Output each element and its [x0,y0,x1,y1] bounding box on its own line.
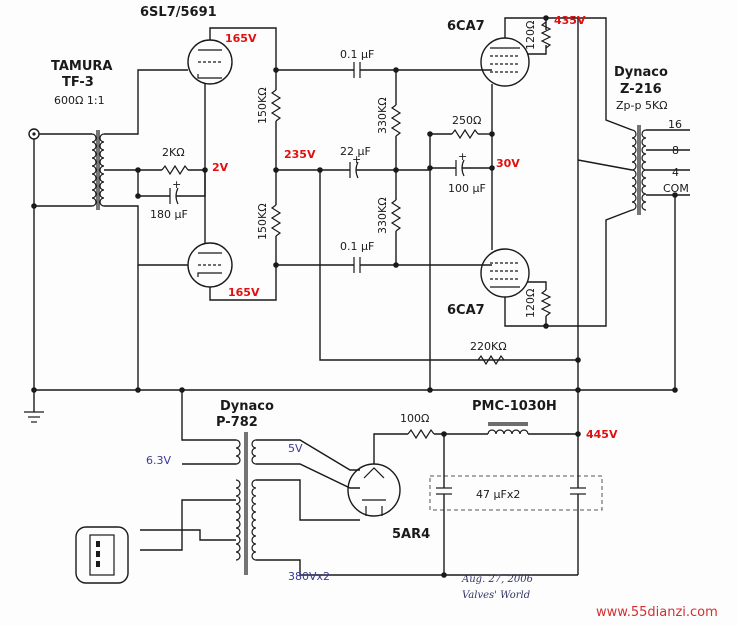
r-120-top-label: 120Ω [524,21,537,50]
rectifier-tube [347,463,401,517]
r-220k-label: 220KΩ [470,340,507,353]
rect-heater-label: 5V [288,442,303,455]
driver-plate-top-voltage: 165V [225,32,257,45]
r-250-label: 250Ω [452,114,481,127]
rectifier-tube-label: 5AR4 [392,527,430,542]
output-transformer-model: Z-216 [620,82,662,97]
r-330k-top-label: 330KΩ [376,97,389,134]
c-47u-label: 47 μFx2 [476,488,520,501]
input-transformer-brand: TAMURA [51,59,112,74]
output-cathode-voltage: 30V [496,157,520,170]
output-transformer-brand: Dynaco [614,65,668,80]
r-150k-bottom-label: 150KΩ [256,203,269,240]
output-transformer-spec: Zp-p 5KΩ [616,99,668,112]
c-01-top-label: 0.1 μF [340,48,374,61]
output-tube-top [480,37,530,87]
choke-label: PMC-1030H [472,399,557,414]
watermark: www.55dianzi.com [596,605,718,620]
hv-winding-label: 380Vx2 [288,570,330,583]
signature-author: Valves' World [462,590,530,601]
output-plate-voltage: 435V [554,14,586,27]
ground-symbol [24,390,44,423]
c-100u-label: 100 μF [448,182,486,195]
c-22u-label: 22 μF [340,145,371,158]
r-330k-bottom-label: 330KΩ [376,197,389,234]
driver-tube-top [187,39,233,85]
input-transformer-model: TF-3 [62,75,94,90]
output-tube-bottom-label: 6CA7 [447,303,485,318]
driver-supply-voltage: 235V [284,148,316,161]
r-100-label: 100Ω [400,412,429,425]
signature-date: Aug. 27, 2006 [461,574,534,585]
driver-cathode-voltage: 2V [212,161,229,174]
driver-plate-bottom-voltage: 165V [228,286,260,299]
c-180u-label: 180 μF [150,208,188,221]
power-transformer [235,432,257,575]
driver-tube-bottom [187,242,233,288]
tap-16-label: 16 [668,118,682,131]
r-120-bottom-label: 120Ω [524,289,537,318]
output-tube-bottom [480,248,530,298]
tap-8-label: 8 [672,144,679,157]
power-transformer-brand: Dynaco [220,399,274,414]
heater-voltage-label: 6.3V [146,454,171,467]
b-plus-voltage: 445V [586,428,618,441]
power-transformer-model: P-782 [216,415,258,430]
tap-4-label: 4 [672,166,679,179]
output-tube-top-label: 6CA7 [447,19,485,34]
svg-text:+: + [172,178,181,191]
svg-text:+: + [352,153,361,166]
input-jack [28,128,40,140]
r-150k-top-label: 150KΩ [256,87,269,124]
svg-text:+: + [458,150,467,163]
r-2k-label: 2KΩ [162,146,185,159]
ac-inlet [75,526,129,584]
c-01-bottom-label: 0.1 μF [340,240,374,253]
driver-tube-label: 6SL7/5691 [140,5,217,20]
input-transformer [91,130,105,210]
input-transformer-spec: 600Ω 1:1 [54,94,105,107]
tap-com-label: COM [663,182,689,195]
output-transformer [631,125,647,215]
